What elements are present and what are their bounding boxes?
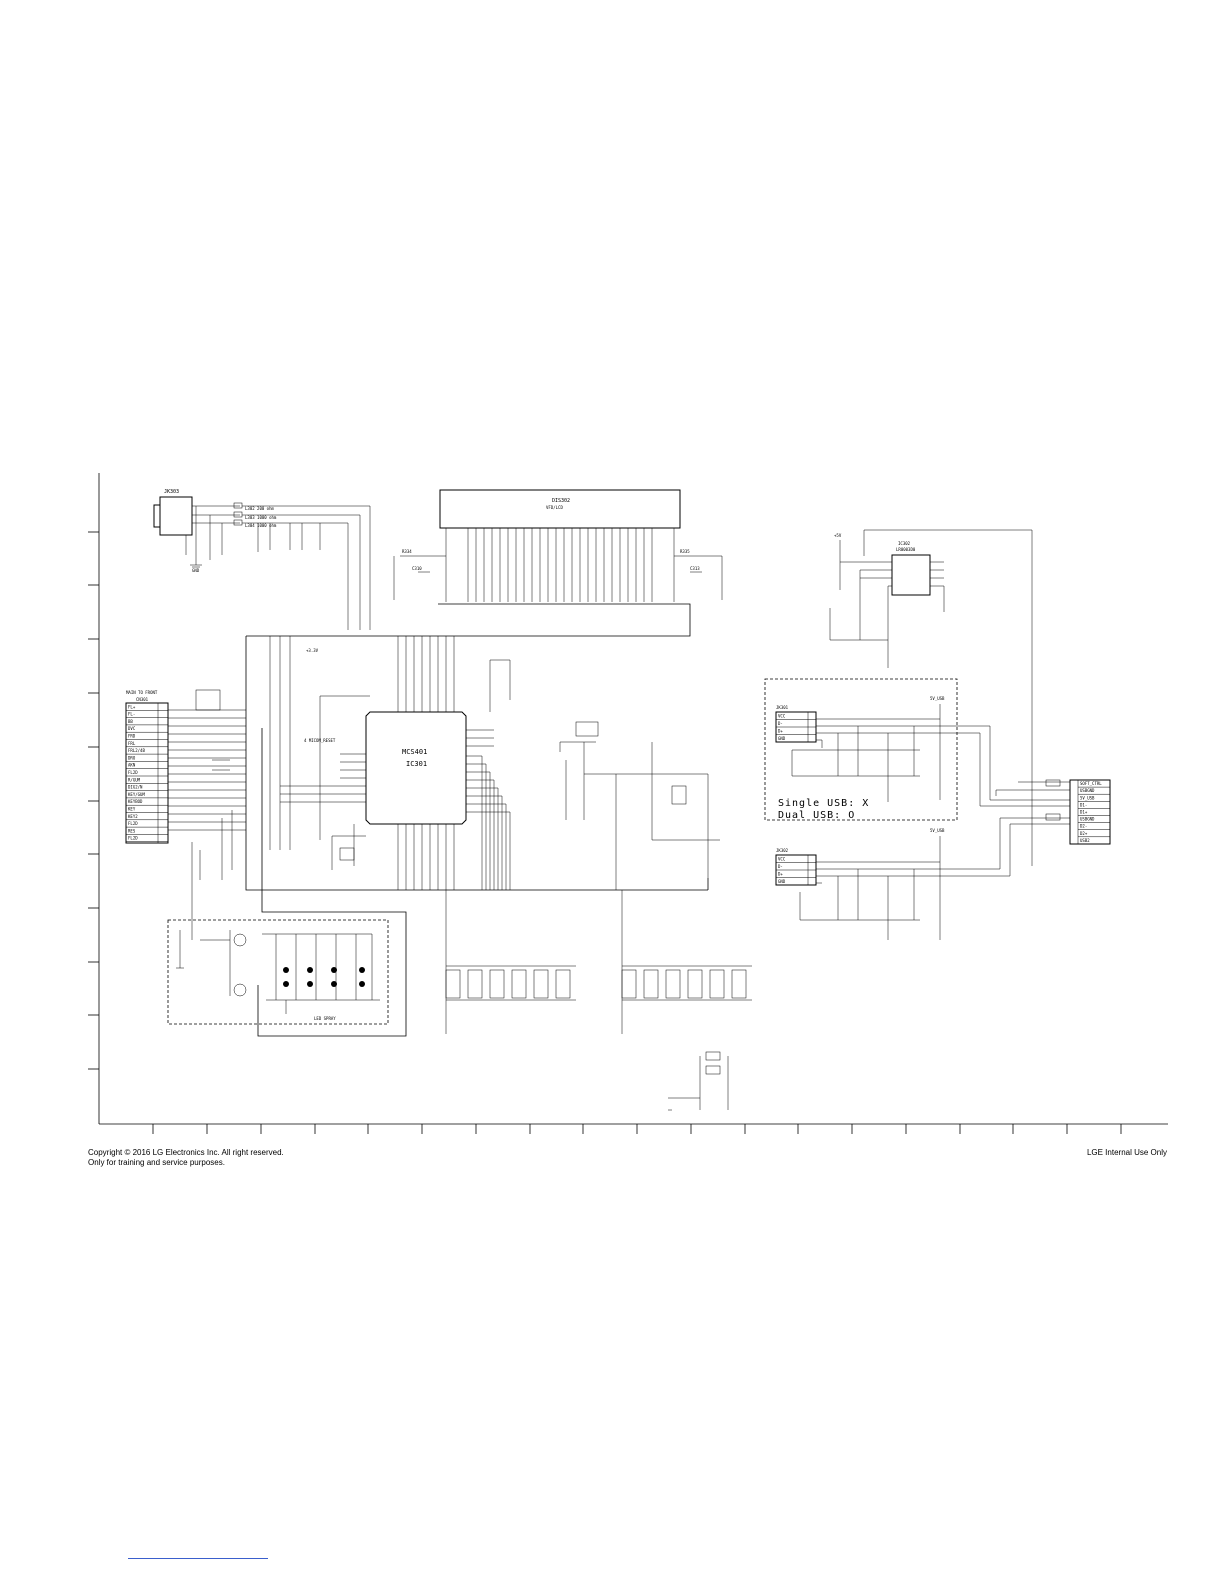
svg-text:Dual USB: O: Dual USB: O [778,810,855,821]
connector-cn301: MAIN TO FRONT CN301 FL+ FL- BB DVC FRD FRL FRL… [125,689,246,940]
svg-text:5V_USB: 5V_USB [930,696,945,701]
ic-power: +5V IC302 LR0003D0 [829,529,1033,866]
svg-text:VFD/LCD: VFD/LCD [546,505,563,510]
key-ladder-right [621,965,752,1001]
display-dis302: DIS302 VFD/LCD R334 R335 C310 C313 [393,489,723,602]
usb-upper: JK301 VCC D- D+ GND 5V_USB Single USB: X Du… [764,678,1070,821]
usb-upper-pin-label: D- [778,721,783,726]
right-conn-pin-label: 5V_USB [1080,795,1095,800]
svg-text:LED SPRAY: LED SPRAY [314,1016,336,1021]
svg-text:MAIN TO FRONT: MAIN TO FRONT [126,690,158,695]
right-conn-pin-label: D1- [1080,802,1087,807]
led-block: LED SPRAY [167,919,389,1025]
frame [88,473,1168,1134]
bottom-circuit [668,1051,729,1111]
svg-text:IC301: IC301 [406,760,427,768]
right-conn-pin-label: D1+ [1080,810,1088,815]
bus-outline [245,603,709,1037]
cn301-pin-label: DIG2/N [128,785,143,790]
cn301-pin-label: FRD [128,734,136,739]
bottom-divider [128,1558,268,1559]
cn301-pin-label: DVC [128,726,136,731]
cn301-pin-label: KEY/GUM [128,792,145,797]
mid-circuits [445,721,720,1034]
jack-ref: JK303 [164,489,179,495]
usb-lower-pin-label: GND [778,879,786,884]
copyright-line-2: Only for training and service purposes. [88,1158,225,1167]
svg-text:Single USB: X: Single USB: X [778,798,869,809]
right-conn-pin-label: USBGND [1080,788,1095,793]
cn301-pin-label: FL2D [128,821,138,826]
right-conn-pin-label: USB2 [1080,838,1090,843]
cn301-pin-label: KEYBOD [128,799,143,804]
cn301-pin-label: KEY [128,807,136,812]
copyright-line-1: Copyright © 2016 LG Electronics Inc. All… [88,1148,284,1157]
svg-text:JK302: JK302 [776,848,789,853]
svg-text:GND: GND [192,568,200,573]
svg-text:L304 1000 ohm: L304 1000 ohm [245,523,277,528]
cn301-pin-label: BB [128,719,133,724]
svg-text:L303 1000 ohm: L303 1000 ohm [245,515,277,520]
cn301-pin-label: FL+ [128,704,136,709]
svg-text:DIS302: DIS302 [552,498,570,504]
usb-upper-pin-label: GND [778,736,786,741]
usb-lower-pin-label: VCC [778,857,786,862]
cn301-pin-label: KEY2 [128,814,138,819]
cn301-pin-label: FL- [128,712,135,717]
right-conn-pin-label: USBGND [1080,817,1095,822]
internal-use-label: LGE Internal Use Only [1086,1148,1167,1157]
cn301-pin-label: DRO [128,755,136,760]
usb-upper-pin-label: VCC [778,714,786,719]
svg-text:4 MICOM_RESET: 4 MICOM_RESET [304,738,336,743]
right-conn-pin-label: D2- [1080,824,1087,829]
cn301-pin-label: FL2D [128,836,138,841]
usb-lower-pin-label: D- [778,864,783,869]
key-ladder-left [445,965,576,1001]
usb-upper-pin-label: D+ [778,729,783,734]
svg-text:R334: R334 [402,549,412,554]
svg-text:L302 200 ohm: L302 200 ohm [245,506,274,511]
copyright-notice: Copyright © 2016 LG Electronics Inc. All… [88,1148,284,1168]
cn301-pin-label: R/GUM [128,777,141,782]
svg-text:5V_USB: 5V_USB [930,828,945,833]
svg-text:R335: R335 [680,549,690,554]
cn301-pin-label: FRL2/4B [128,748,145,753]
connector-right: SOFT_CTRL USBGND 5V_USB D1- D1+ USBGND D2- D2+ U… [995,779,1111,845]
svg-text:JK301: JK301 [776,705,789,710]
usb-lower: JK302 VCC D- D+ GND 5V_USB [775,817,1070,940]
right-conn-pin-label: D2+ [1080,831,1088,836]
svg-text:+3.3V: +3.3V [306,648,319,653]
cn301-pin-label: FL2D [128,770,138,775]
svg-text:CN301: CN301 [136,697,149,702]
ic-main: MCS401 IC301 [269,636,511,890]
cn301-pin-label: AKN [128,763,136,768]
cn301-pin-label: RES [128,828,136,833]
svg-text:C313: C313 [690,566,700,571]
cn301-pin-label: FRL [128,741,136,746]
usb-lower-pin-label: D+ [778,872,783,877]
svg-text:C310: C310 [412,566,422,571]
svg-text:+5V: +5V [834,533,842,538]
jack-jk303: JK303 L302 200 ohm L303 1000 ohm L304 10… [153,489,371,630]
svg-text:IC302: IC302 [898,541,911,546]
right-conn-pin-label: SOFT_CTRL [1080,781,1102,786]
svg-text:LR0003D0: LR0003D0 [896,547,916,552]
svg-text:MCS401: MCS401 [402,748,427,756]
